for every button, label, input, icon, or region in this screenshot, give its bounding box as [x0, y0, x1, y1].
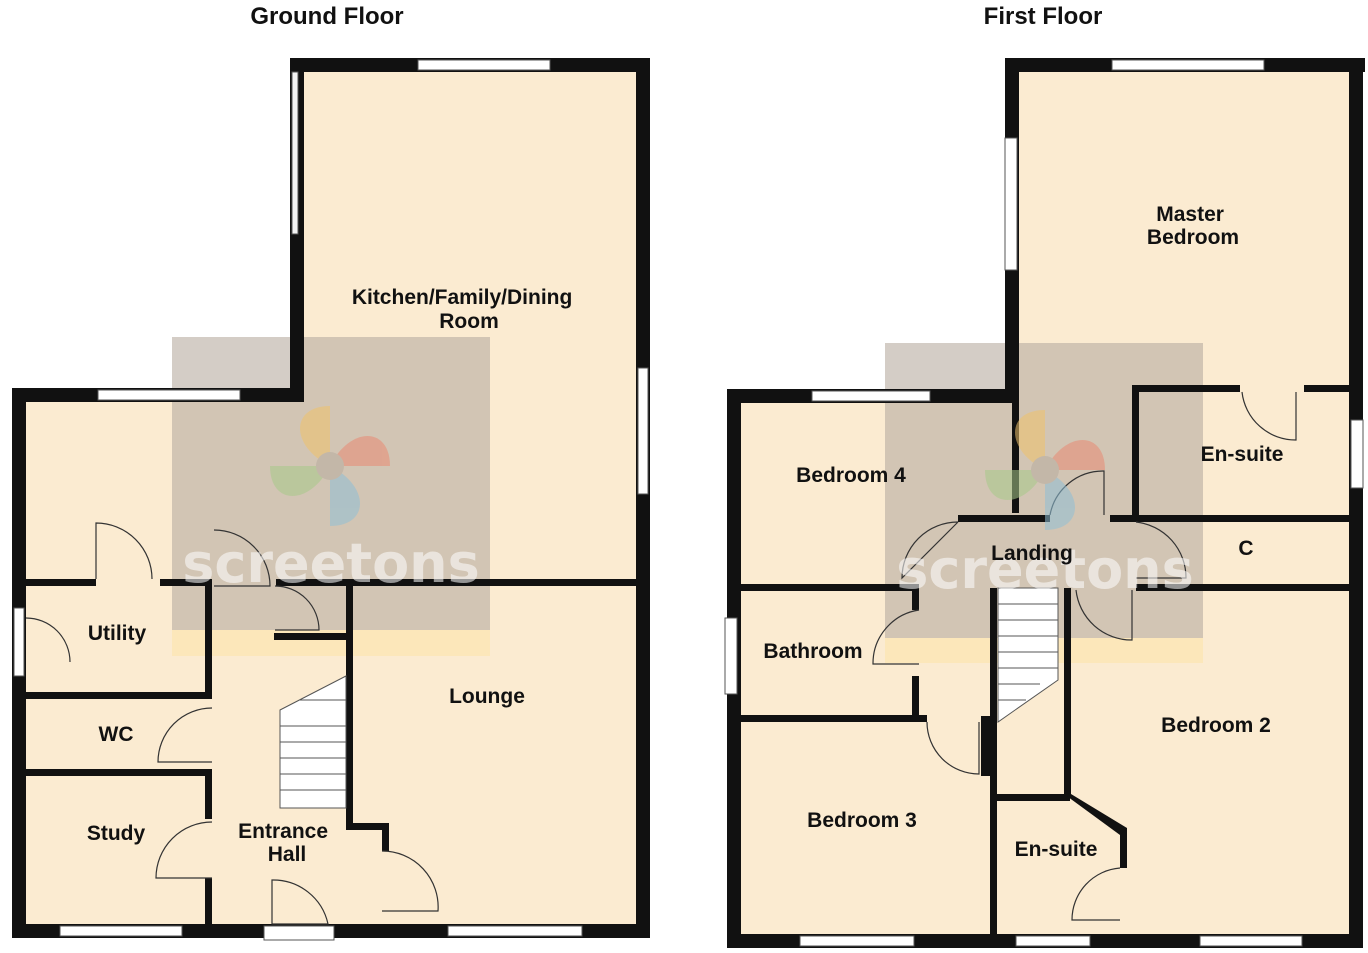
room-label-kitchen: Kitchen/Family/Dining Room	[352, 286, 578, 333]
watermark-text-first: screetons	[896, 538, 1194, 601]
room-label-en-suite-master: En-suite	[1201, 443, 1284, 466]
room-label-en-suite-2: En-suite	[1015, 838, 1098, 861]
room-label-wc: WC	[99, 723, 134, 746]
room-label-utility: Utility	[88, 622, 147, 645]
ground-door-swings	[25, 522, 439, 925]
ground-staircase	[279, 675, 347, 809]
room-label-lounge: Lounge	[449, 685, 525, 708]
room-label-cupboard: C	[1238, 537, 1253, 560]
ground-floor-title: Ground Floor	[250, 3, 403, 30]
pinwheel-logo-icon	[270, 406, 390, 526]
room-label-master-bedroom: Master Bedroom	[1147, 203, 1239, 249]
room-label-landing: Landing	[991, 542, 1073, 565]
room-label-bedroom4: Bedroom 4	[796, 464, 906, 487]
room-label-bathroom: Bathroom	[763, 640, 862, 663]
room-label-study: Study	[87, 822, 146, 845]
ground-interior-walls	[26, 579, 642, 928]
first-floor-title: First Floor	[984, 3, 1103, 30]
room-label-bedroom3: Bedroom 3	[807, 809, 917, 832]
ground-floor: screetons Ground Floor Kitchen/Family/Di…	[12, 3, 650, 941]
first-floor: screetons First Floor Master Bedroom En-…	[724, 3, 1365, 948]
room-label-bedroom2: Bedroom 2	[1161, 714, 1271, 737]
first-staircase	[997, 587, 1059, 723]
first-windows	[724, 59, 1364, 947]
first-interior-walls	[741, 385, 1354, 934]
pinwheel-logo-icon-first	[985, 410, 1105, 530]
ground-windows	[13, 59, 649, 941]
watermark-text-ground: screetons	[182, 532, 480, 595]
room-label-entrance-hall: Entrance Hall	[238, 820, 334, 866]
